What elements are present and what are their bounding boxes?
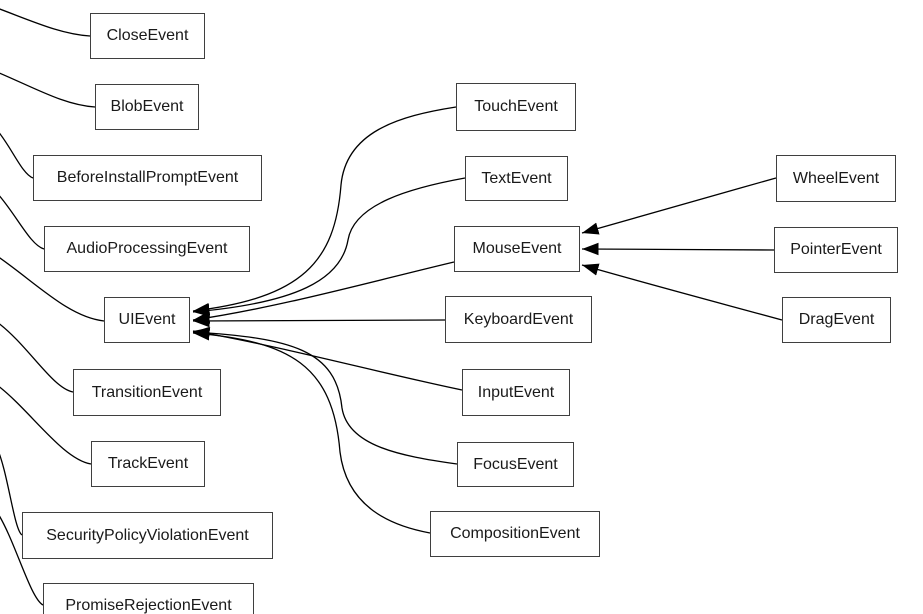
edge-offscreen-left-to-securitypolicyviolationevent xyxy=(0,453,23,536)
node-label: BlobEvent xyxy=(110,98,184,115)
edge-offscreen-left-to-audioprocessingevent xyxy=(0,195,45,250)
edge-dragevent-to-mouseevent xyxy=(581,263,783,321)
edge-offscreen-left-to-blobevent xyxy=(0,72,96,108)
node-uievent: UIEvent xyxy=(104,297,190,343)
node-label: AudioProcessingEvent xyxy=(66,240,228,257)
edge-offscreen-left-to-uievent xyxy=(0,257,105,322)
node-pointerevent: PointerEvent xyxy=(774,227,898,273)
node-label: PointerEvent xyxy=(790,241,882,258)
node-label: DragEvent xyxy=(798,311,875,328)
node-beforeinstallpromptevent: BeforeInstallPromptEvent xyxy=(33,155,262,201)
node-focusevent: FocusEvent xyxy=(457,442,574,487)
node-closeevent: CloseEvent xyxy=(90,13,205,59)
node-label: UIEvent xyxy=(118,311,176,328)
edge-focusevent-to-uievent xyxy=(192,326,458,465)
node-compositionevent: CompositionEvent xyxy=(430,511,600,557)
edge-textevent-to-uievent xyxy=(192,177,466,317)
node-label: TrackEvent xyxy=(107,455,189,472)
node-label: SecurityPolicyViolationEvent xyxy=(46,526,249,544)
edge-touchevent-to-uievent xyxy=(192,106,457,316)
node-label: TouchEvent xyxy=(474,98,558,115)
node-label: CloseEvent xyxy=(106,27,189,44)
node-label: WheelEvent xyxy=(792,169,880,187)
node-audioprocessingevent: AudioProcessingEvent xyxy=(44,226,250,272)
node-blobevent: BlobEvent xyxy=(95,84,199,130)
node-mouseevent: MouseEvent xyxy=(454,226,580,272)
node-label: KeyboardEvent xyxy=(463,310,574,328)
node-textevent: TextEvent xyxy=(465,156,568,201)
node-transitionevent: TransitionEvent xyxy=(73,369,221,416)
node-label: BeforeInstallPromptEvent xyxy=(56,169,239,186)
node-dragevent: DragEvent xyxy=(782,297,891,343)
edge-offscreen-left-to-trackevent xyxy=(0,386,92,465)
node-securitypolicyviolationevent: SecurityPolicyViolationEvent xyxy=(22,512,273,559)
node-label: MouseEvent xyxy=(472,240,562,257)
node-label: PromiseRejectionEvent xyxy=(65,597,232,614)
node-touchevent: TouchEvent xyxy=(456,83,576,131)
edge-offscreen-left-to-closeevent xyxy=(0,8,91,37)
node-inputevent: InputEvent xyxy=(462,369,570,416)
edge-layer xyxy=(0,8,783,606)
edge-mouseevent-to-uievent xyxy=(192,261,455,324)
node-label: FocusEvent xyxy=(473,455,558,473)
edge-keyboardevent-to-uievent xyxy=(192,314,446,328)
node-label: TextEvent xyxy=(481,169,552,187)
node-trackevent: TrackEvent xyxy=(91,441,205,487)
node-label: InputEvent xyxy=(477,383,555,401)
edge-offscreen-left-to-beforeinstallpromptevent xyxy=(0,132,34,179)
edge-compositionevent-to-uievent xyxy=(192,328,431,534)
edge-wheelevent-to-mouseevent xyxy=(581,177,777,235)
edge-offscreen-left-to-transitionevent xyxy=(0,323,74,393)
node-label: TransitionEvent xyxy=(91,383,203,401)
node-keyboardevent: KeyboardEvent xyxy=(445,296,592,343)
edge-offscreen-left-to-promiserejectionevent xyxy=(0,515,44,606)
edge-inputevent-to-uievent xyxy=(192,327,463,391)
node-wheelevent: WheelEvent xyxy=(776,155,896,202)
node-label: CompositionEvent xyxy=(450,525,580,542)
node-promiserejectionevent: PromiseRejectionEvent xyxy=(43,583,254,614)
edge-pointerevent-to-mouseevent xyxy=(581,242,775,256)
